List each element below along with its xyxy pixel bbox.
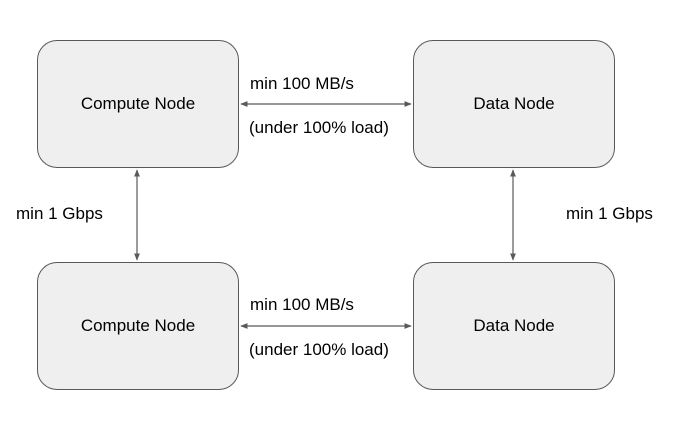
top-link-condition-label: (under 100% load) [249, 118, 389, 137]
data-node-bottom-right: Data Node [413, 262, 615, 390]
left-link-bandwidth-label: min 1 Gbps [16, 204, 103, 223]
data-node-top-right: Data Node [413, 40, 615, 168]
bottom-link-condition-label: (under 100% load) [249, 340, 389, 359]
node-label: Data Node [473, 94, 555, 113]
node-label: Compute Node [80, 94, 196, 113]
node-label: Data Node [473, 316, 555, 335]
compute-node-top-left: Compute Node [37, 40, 239, 168]
node-label: Compute Node [80, 316, 196, 335]
top-link-bandwidth-label: min 100 MB/s [250, 74, 354, 93]
bottom-link-bandwidth-label: min 100 MB/s [250, 295, 354, 314]
compute-node-bottom-left: Compute Node [37, 262, 239, 390]
right-link-bandwidth-label: min 1 Gbps [566, 204, 653, 223]
